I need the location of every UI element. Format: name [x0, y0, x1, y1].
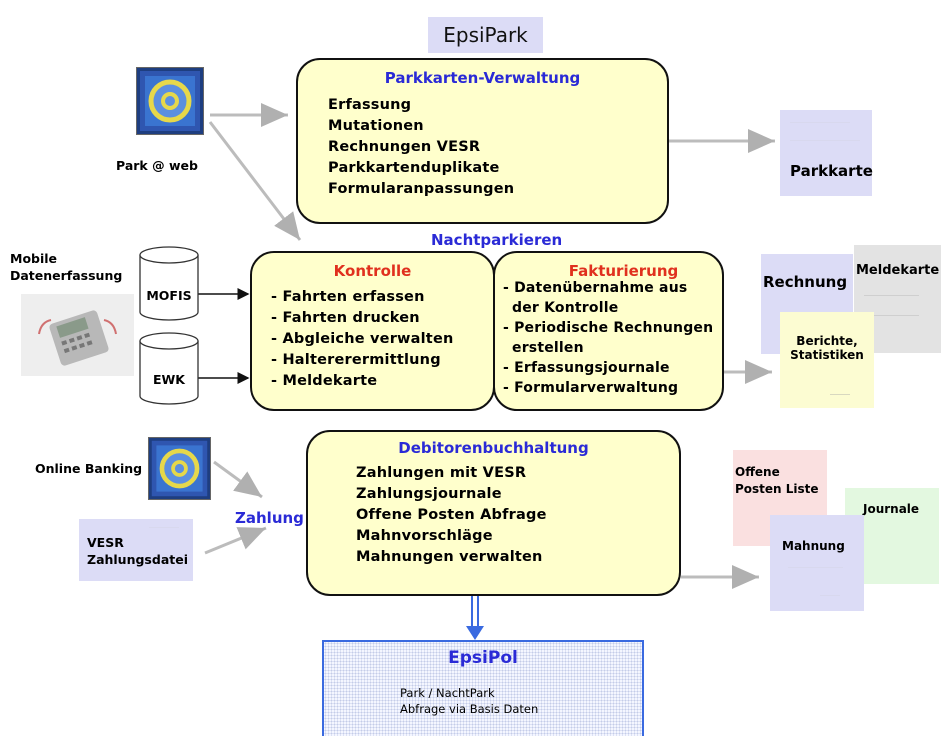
online-banking-label: Online Banking	[35, 461, 143, 476]
parkkarte-document: Parkkarte	[780, 110, 873, 196]
zahlung-label: Zahlung	[235, 509, 304, 527]
parkweb-label: Park @ web	[116, 158, 198, 173]
list-item: Formularanpassungen	[328, 181, 515, 197]
parkkarten-module: Parkkarten-Verwaltung Erfassung Mutation…	[296, 58, 669, 224]
mahnung-document: Mahnung	[770, 515, 864, 611]
list-item: der Kontrolle	[512, 300, 619, 316]
list-item: Zahlungen mit VESR	[356, 465, 527, 481]
list-item: Mutationen	[328, 118, 424, 134]
list-item: Fahrten erfassen	[271, 287, 493, 308]
meldekarte-label: Meldekarte	[856, 263, 940, 278]
mobile-device-image	[21, 294, 134, 376]
fakturierung-title: Fakturierung	[568, 262, 679, 280]
epsipol-description: Park / NachtPark Abfrage via Basis Daten	[400, 686, 539, 716]
epsipol-title: EpsiPol	[448, 648, 518, 668]
list-item: - Periodische Rechnungen	[503, 320, 714, 336]
list-item: erstellen	[512, 340, 584, 356]
parkkarten-list: Erfassung Mutationen Rechnungen VESR Par…	[328, 95, 667, 200]
rechnung-label: Rechnung	[763, 273, 848, 291]
debitoren-title: Debitorenbuchhaltung	[398, 439, 589, 457]
parkkarte-label: Parkkarte	[790, 162, 873, 180]
fakturierung-module: Fakturierung - Datenübernahme aus der Ko…	[493, 251, 724, 411]
list-item: Offene Posten Abfrage	[356, 507, 547, 523]
berichte-document: Berichte, Statistiken	[780, 312, 874, 408]
epsipol-box: EpsiPol Park / NachtPark Abfrage via Bas…	[322, 640, 644, 736]
list-item: - Datenübernahme aus	[503, 280, 688, 296]
list-item: Rechnungen VESR	[328, 139, 481, 155]
list-item: Meldekarte	[271, 371, 493, 392]
at-icon[interactable]	[136, 67, 204, 135]
mofis-database: MOFIS	[146, 288, 192, 303]
kontrolle-title: Kontrolle	[333, 262, 412, 280]
list-item: Erfassung	[328, 97, 412, 113]
debitoren-module: Debitorenbuchhaltung Zahlungen mit VESR …	[306, 430, 681, 596]
list-item: Zahlungsjournale	[356, 486, 502, 502]
mobile-label: Mobile Datenerfassung	[10, 251, 123, 283]
page-title: EpsiPark	[428, 17, 543, 53]
parkkarten-title: Parkkarten-Verwaltung	[384, 69, 581, 87]
list-item: - Erfassungsjournale	[503, 360, 670, 376]
at-icon[interactable]	[148, 437, 211, 500]
list-item: Parkkartenduplikate	[328, 160, 500, 176]
vesr-document: VESR Zahlungsdatei	[79, 519, 193, 581]
list-item: Mahnungen verwalten	[356, 549, 543, 565]
kontrolle-list: Fahrten erfassen Fahrten drucken Abgleic…	[271, 287, 493, 392]
list-item: Abgleiche verwalten	[271, 329, 493, 350]
list-item: Haltererermittlung	[271, 350, 493, 371]
kontrolle-module: Kontrolle Fahrten erfassen Fahrten druck…	[250, 251, 495, 411]
nachtparkieren-label: Nachtparkieren	[431, 231, 563, 249]
ewk-database: EWK	[152, 372, 185, 387]
list-item: - Formularverwaltung	[503, 380, 679, 396]
fakturierung-list: - Datenübernahme aus der Kontrolle - Per…	[503, 278, 722, 398]
list-item: Fahrten drucken	[271, 308, 493, 329]
list-item: Mahnvorschläge	[356, 528, 493, 544]
debitoren-list: Zahlungen mit VESR Zahlungsjournale Offe…	[356, 463, 679, 568]
